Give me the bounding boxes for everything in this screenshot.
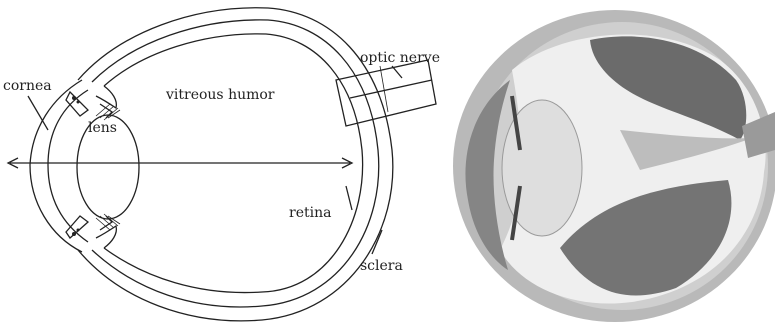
iris-detail bbox=[72, 96, 80, 236]
sclera-leader bbox=[372, 230, 382, 254]
iris-bottom bbox=[66, 216, 88, 238]
iris-top bbox=[66, 92, 88, 116]
optic-nerve-leader bbox=[392, 66, 402, 78]
cornea-leader bbox=[28, 96, 48, 130]
retina-leader bbox=[346, 186, 352, 210]
label-retina: retina bbox=[289, 205, 331, 221]
sclera-outline bbox=[78, 8, 393, 321]
label-lens: lens bbox=[88, 120, 117, 136]
label-cornea: cornea bbox=[3, 78, 52, 94]
label-sclera: sclera bbox=[360, 258, 403, 274]
eye-shaded-illustration bbox=[453, 10, 775, 322]
label-optic-nerve: optic nerve bbox=[360, 50, 440, 66]
label-vitreous-humor: vitreous humor bbox=[165, 87, 275, 103]
cornea-shape bbox=[30, 80, 82, 252]
